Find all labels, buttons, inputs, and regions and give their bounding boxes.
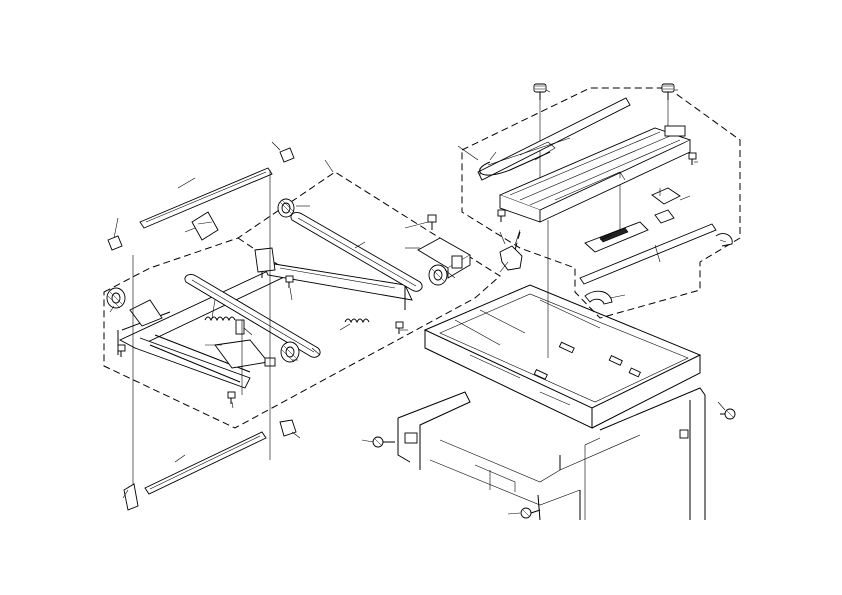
screw-icon bbox=[427, 214, 437, 230]
pulley-bracket bbox=[499, 245, 523, 271]
tension-bracket bbox=[417, 237, 471, 279]
pulley-icon bbox=[428, 264, 448, 286]
drive-belt-lower bbox=[184, 273, 321, 358]
wire-clip-icon bbox=[107, 235, 123, 251]
guide-rail bbox=[579, 223, 717, 285]
screw-icon bbox=[661, 83, 675, 100]
screw-icon bbox=[117, 344, 126, 357]
screw-icon bbox=[227, 391, 236, 404]
screw-icon bbox=[688, 152, 697, 165]
mounting-bracket bbox=[651, 187, 681, 205]
left-assembly-boundary bbox=[103, 171, 501, 429]
left-carriage-frame bbox=[117, 247, 413, 389]
wire-clip-icon bbox=[279, 419, 297, 437]
screw-icon bbox=[533, 83, 547, 100]
screw-icon bbox=[520, 507, 541, 519]
screw-icon bbox=[372, 436, 395, 448]
clamp-block bbox=[191, 211, 219, 241]
clip-icon bbox=[715, 233, 733, 247]
left-guide-rail-bottom bbox=[144, 431, 267, 495]
screw-icon bbox=[720, 408, 736, 420]
right-top-carriage bbox=[477, 83, 733, 305]
exposure-lamp-rod bbox=[477, 97, 631, 181]
arc-bracket bbox=[584, 290, 613, 305]
callout-leaders bbox=[109, 89, 727, 515]
screw-icon bbox=[285, 275, 294, 288]
screw-icon bbox=[395, 321, 404, 334]
left-guide-rail-top bbox=[139, 167, 273, 229]
wire-clip-icon bbox=[279, 147, 295, 163]
screw-icon bbox=[497, 209, 506, 222]
pulley-icon bbox=[280, 341, 300, 363]
pulley-icon bbox=[106, 287, 126, 309]
spring-icon bbox=[204, 316, 236, 322]
pulley-icon bbox=[277, 198, 295, 218]
spring-icon bbox=[344, 318, 370, 324]
sensor-board bbox=[584, 221, 649, 253]
wire-clip-icon bbox=[123, 483, 139, 511]
main-chassis bbox=[397, 284, 706, 521]
